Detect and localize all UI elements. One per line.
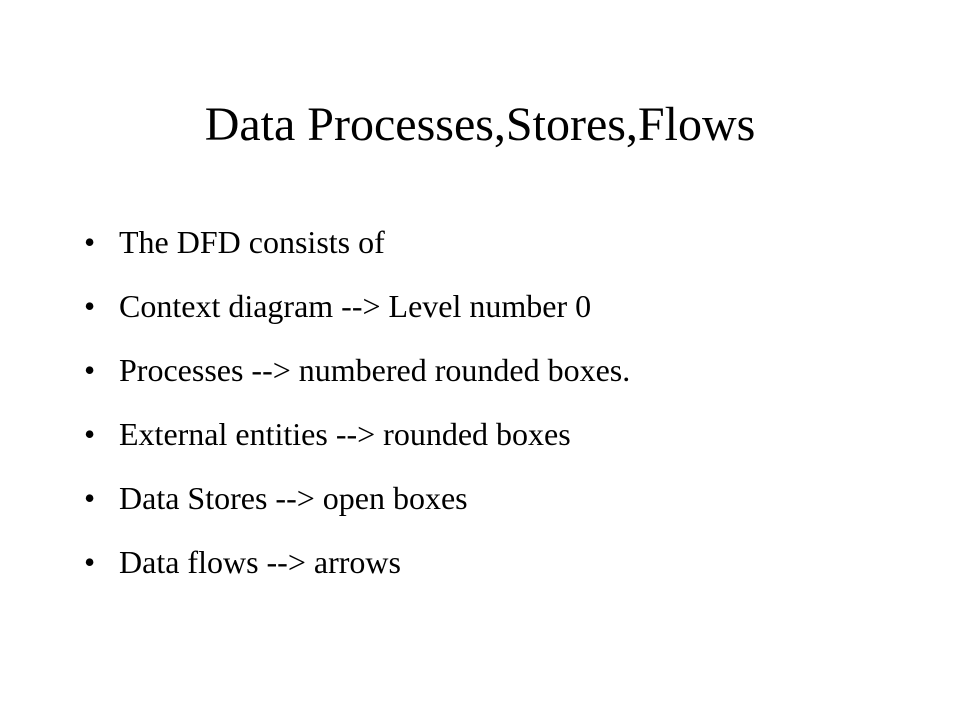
bullet-text: Context diagram --> Level number 0: [119, 288, 592, 324]
list-item: • Data flows --> arrows: [84, 540, 904, 604]
list-item: • Processes --> numbered rounded boxes.: [84, 348, 904, 412]
list-item: • The DFD consists of: [84, 220, 904, 284]
bullet-text: External entities --> rounded boxes: [119, 416, 571, 452]
bullet-text: Processes --> numbered rounded boxes.: [119, 352, 631, 388]
bullet-icon: •: [84, 352, 96, 388]
bullet-list: • The DFD consists of • Context diagram …: [84, 220, 904, 604]
bullet-icon: •: [84, 544, 96, 580]
bullet-icon: •: [84, 288, 96, 324]
bullet-icon: •: [84, 480, 96, 516]
list-item: • Context diagram --> Level number 0: [84, 284, 904, 348]
bullet-text: The DFD consists of: [119, 224, 385, 260]
list-item: • External entities --> rounded boxes: [84, 412, 904, 476]
bullet-text: Data Stores --> open boxes: [119, 480, 468, 516]
bullet-icon: •: [84, 224, 96, 260]
list-item: • Data Stores --> open boxes: [84, 476, 904, 540]
bullet-text: Data flows --> arrows: [119, 544, 401, 580]
slide-title: Data Processes,Stores,Flows: [204, 98, 756, 151]
bullet-icon: •: [84, 416, 96, 452]
